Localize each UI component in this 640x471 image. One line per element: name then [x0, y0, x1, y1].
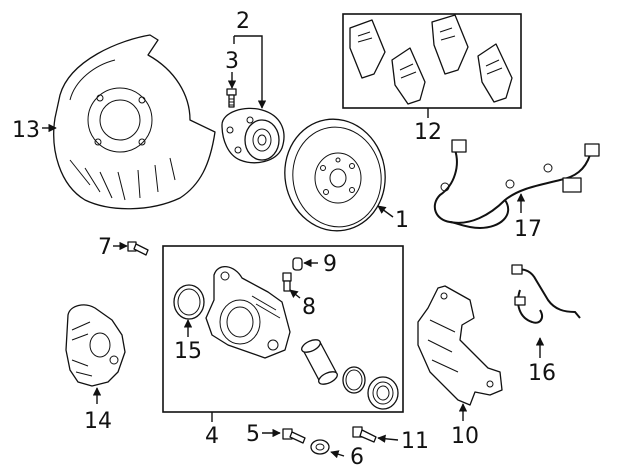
dust-shield-part[interactable]: [53, 34, 216, 210]
caliper-bracket-part[interactable]: [417, 285, 503, 406]
brake-pad-part[interactable]: [349, 14, 513, 105]
shield-bolt-part[interactable]: [127, 241, 149, 256]
piston-boot-part[interactable]: [367, 376, 399, 410]
guide-bushing-part[interactable]: [310, 439, 330, 455]
bleeder-screw-part[interactable]: [282, 272, 292, 292]
callout-13[interactable]: 13: [12, 118, 40, 143]
callout-12[interactable]: 12: [414, 120, 442, 145]
caliper-assembly-box: [162, 245, 404, 413]
caliper-seal-part[interactable]: [173, 284, 205, 320]
caliper-piston-part[interactable]: [300, 337, 339, 387]
callout-8[interactable]: 8: [302, 295, 316, 320]
callout-14[interactable]: 14: [84, 409, 112, 434]
bleeder-cap-part[interactable]: [292, 257, 303, 271]
callout-4[interactable]: 4: [205, 424, 219, 449]
hub-bolt-part[interactable]: [226, 88, 237, 108]
callout-16[interactable]: 16: [528, 361, 556, 386]
callout-2[interactable]: 2: [236, 9, 250, 34]
piston-seal-part[interactable]: [342, 366, 366, 394]
hub-bearing-part[interactable]: [221, 107, 285, 164]
brake-rotor-part[interactable]: [276, 111, 394, 239]
leader-lines: [42, 35, 545, 459]
callout-10[interactable]: 10: [451, 424, 479, 449]
callout-3[interactable]: 3: [225, 49, 239, 74]
brake-pad-kit-box: [342, 13, 522, 109]
caliper-bolt-part[interactable]: [282, 428, 306, 444]
abs-wire-harness-part[interactable]: [433, 139, 600, 230]
callout-17[interactable]: 17: [514, 217, 542, 242]
callout-9[interactable]: 9: [323, 252, 337, 277]
caliper-body-part[interactable]: [205, 266, 291, 359]
callout-1[interactable]: 1: [395, 208, 409, 233]
bracket-bolt-part[interactable]: [352, 426, 377, 443]
callout-15[interactable]: 15: [174, 339, 202, 364]
callout-6[interactable]: 6: [350, 445, 364, 470]
callout-5[interactable]: 5: [246, 422, 260, 447]
parking-brake-actuator-part[interactable]: [65, 304, 126, 387]
brake-cable-part[interactable]: [511, 264, 581, 324]
callout-labels: 1 2 3 4 5 6 7 8 9 10 11 12 13 14 15 16 1…: [12, 9, 556, 470]
callout-7[interactable]: 7: [98, 235, 112, 260]
callout-11[interactable]: 11: [401, 429, 429, 454]
